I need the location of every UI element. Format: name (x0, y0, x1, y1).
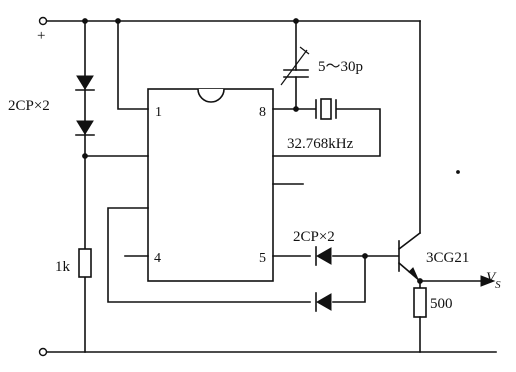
positive-rail (38, 16, 421, 26)
diode-pair-left-label: 2CP×2 (8, 98, 50, 114)
feedback-diode (315, 292, 332, 312)
ic-pin-8-label: 8 (259, 105, 266, 120)
output-label: VS (486, 270, 501, 291)
feedback-wire-right (332, 255, 366, 303)
transistor-label: 3CG21 (426, 250, 469, 266)
ic-pin-4-label: 4 (154, 251, 161, 266)
resistor-500 (413, 287, 427, 318)
plus-label: + (37, 28, 45, 44)
stray-dot (456, 170, 460, 174)
crystal-freq-label: 32.768kHz (287, 136, 354, 152)
feedback-wire (107, 207, 311, 303)
diode-pair-left (75, 75, 95, 136)
diode-pair-mid-label: 2CP×2 (293, 229, 335, 245)
trimmer-capacitor (280, 46, 310, 86)
crystal (315, 98, 337, 120)
resistor-1k-label: 1k (55, 259, 71, 275)
ground-rail (38, 347, 497, 357)
junction-dot (293, 18, 299, 24)
output-arrow (419, 275, 496, 287)
pin8-wire (272, 76, 297, 110)
junction-dot (115, 18, 121, 24)
ic-pin-1-label: 1 (155, 105, 162, 120)
ic-pin-5-label: 5 (259, 251, 266, 266)
resistor-1k (78, 248, 92, 278)
output-label-sub: S (495, 279, 501, 291)
junction-dot (82, 18, 88, 24)
crystal-wire-right (272, 108, 381, 157)
diode-pair-mid (315, 246, 332, 266)
resistor-500-label: 500 (430, 296, 453, 312)
pin1-wire (117, 20, 149, 110)
ic-chip (147, 88, 274, 282)
output-label-main: V (486, 270, 497, 286)
junction-dot (362, 253, 368, 259)
cap-value-label: 5～30p (318, 59, 363, 75)
transistor (397, 231, 422, 283)
